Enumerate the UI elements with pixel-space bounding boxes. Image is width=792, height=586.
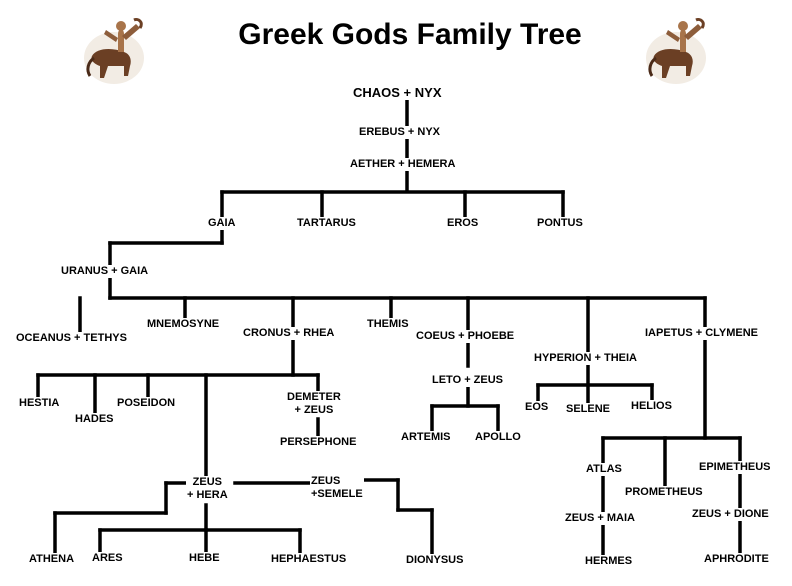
node-prometheus: PROMETHEUS (624, 486, 704, 499)
node-zeus-hera: ZEUS + HERA (186, 476, 229, 502)
node-helios: HELIOS (630, 400, 673, 413)
node-uranus-gaia: URANUS + GAIA (60, 265, 150, 278)
node-aether-hemera: AETHER + HEMERA (349, 158, 457, 171)
node-zeus-semele: ZEUS +SEMELE (310, 475, 364, 501)
node-zeus-hera-line2: + HERA (187, 489, 228, 501)
centaur-statue-left-icon (84, 18, 144, 84)
node-poseidon: POSEIDON (116, 397, 177, 410)
node-erebus-nyx: EREBUS + NYX (358, 126, 441, 139)
node-eros: EROS (446, 217, 480, 230)
node-hestia: HESTIA (18, 397, 61, 410)
node-hades: HADES (74, 413, 115, 426)
node-mnemosyne: MNEMOSYNE (146, 318, 221, 331)
node-themis: THEMIS (366, 318, 410, 331)
node-pontus: PONTUS (536, 217, 584, 230)
node-athena: ATHENA (28, 553, 76, 566)
node-hephaestus: HEPHAESTUS (270, 553, 348, 566)
node-aphrodite: APHRODITE (703, 553, 770, 566)
node-hyperion-theia: HYPERION + THEIA (533, 352, 638, 365)
node-cronus-rhea: CRONUS + RHEA (242, 327, 336, 340)
node-demeter-zeus-line2: + ZEUS (294, 404, 334, 416)
node-zeus-semele-line2: +SEMELE (311, 488, 363, 500)
node-dionysus: DIONYSUS (405, 554, 465, 567)
node-eos: EOS (524, 401, 550, 414)
node-tartarus: TARTARUS (296, 217, 357, 230)
node-epimetheus: EPIMETHEUS (698, 461, 772, 474)
node-demeter-zeus-line1: DEMETER (287, 391, 341, 403)
node-zeus-semele-line1: ZEUS (311, 475, 341, 487)
node-selene: SELENE (565, 403, 612, 416)
node-zeus-dione: ZEUS + DIONE (691, 508, 770, 521)
node-zeus-hera-line1: ZEUS (192, 476, 222, 488)
node-ares: ARES (91, 552, 124, 565)
node-persephone: PERSEPHONE (279, 436, 358, 449)
node-apollo: APOLLO (474, 431, 522, 444)
node-leto-zeus: LETO + ZEUS (431, 374, 505, 387)
node-artemis: ARTEMIS (400, 431, 452, 444)
page-title: Greek Gods Family Tree (238, 18, 582, 51)
node-chaos-nyx: CHAOS + NYX (352, 85, 443, 100)
node-coeus-phoebe: COEUS + PHOEBE (415, 330, 516, 343)
node-hebe: HEBE (188, 552, 221, 565)
node-gaia: GAIA (207, 217, 237, 230)
node-zeus-maia: ZEUS + MAIA (564, 512, 636, 525)
node-iapetus-clymene: IAPETUS + CLYMENE (644, 327, 759, 340)
node-oceanus-tethys: OCEANUS + TETHYS (15, 332, 128, 345)
node-atlas: ATLAS (585, 463, 623, 476)
node-demeter-zeus: DEMETER + ZEUS (286, 391, 342, 417)
node-hermes: HERMES (584, 555, 634, 568)
centaur-statue-right-icon (646, 18, 706, 84)
